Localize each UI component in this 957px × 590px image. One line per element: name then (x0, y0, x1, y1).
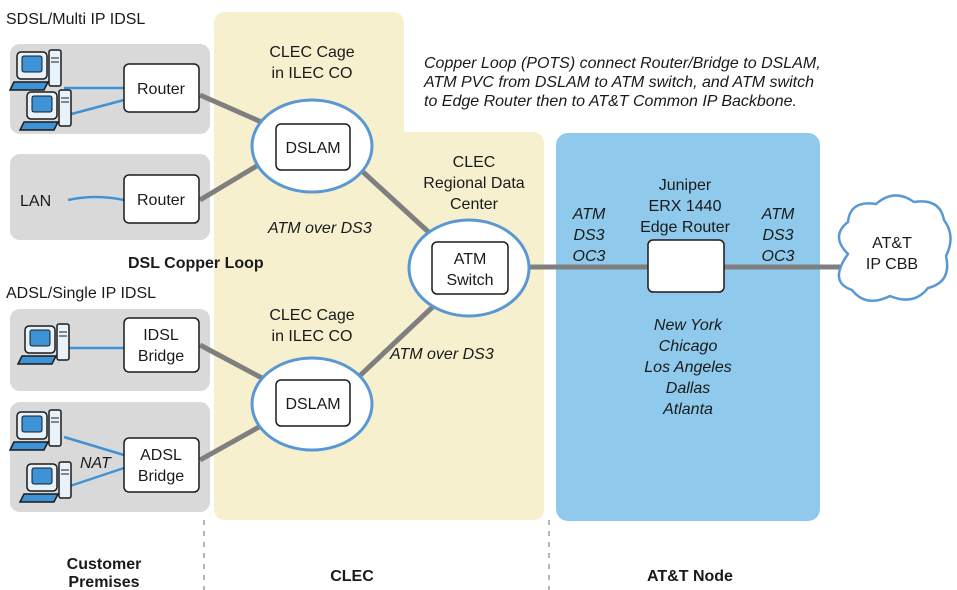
right-link-label-3: OC3 (762, 248, 795, 265)
edge-router (647, 239, 725, 293)
atm-switch (431, 241, 509, 295)
dslam-top-label: DSLAM (285, 140, 340, 157)
idsl-bridge (123, 317, 200, 373)
nat-label: NAT (80, 455, 112, 472)
adsl-header: ADSL/Single IP IDSL (6, 285, 156, 302)
footer-customer-2: Premises (68, 574, 139, 590)
cloud-label-1: AT&T (872, 235, 912, 252)
router-2 (123, 174, 200, 224)
atm-over-ds3-top: ATM over DS3 (267, 220, 372, 237)
regional-label-2: Regional Data (423, 175, 525, 192)
lan-label: LAN (20, 193, 51, 210)
right-link-label-1: ATM (761, 206, 795, 223)
city-3: Los Angeles (644, 359, 731, 376)
cage-bottom-label-1: CLEC Cage (269, 307, 354, 324)
left-link-label-1: ATM (572, 206, 606, 223)
note-line-2: ATM PVC from DSLAM to ATM switch, and AT… (423, 74, 814, 91)
adsl-bridge-label-2: Bridge (138, 468, 184, 485)
cage-top-label-2: in ILEC CO (272, 65, 353, 82)
sdsl-header: SDSL/Multi IP IDSL (6, 11, 145, 28)
atm-switch-label-1: ATM (454, 251, 487, 268)
computer-icon (19, 461, 72, 503)
cloud-icon (837, 194, 952, 303)
note-line-1: Copper Loop (POTS) connect Router/Bridge… (424, 55, 821, 72)
footer-customer-1: Customer (67, 556, 142, 573)
note-line-3: to Edge Router then to AT&T Common IP Ba… (424, 93, 797, 110)
edge-router-label-1: Juniper (659, 177, 712, 194)
computer-icon (9, 409, 62, 451)
city-1: New York (654, 317, 723, 334)
regional-label-1: CLEC (453, 154, 496, 171)
left-link-label-3: OC3 (573, 248, 606, 265)
computer-icon (17, 323, 70, 365)
idsl-bridge-label-1: IDSL (143, 327, 179, 344)
dslam-top (275, 123, 351, 171)
edge-router-label-2: ERX 1440 (649, 198, 722, 215)
dslam-bottom-label: DSLAM (285, 396, 340, 413)
computer-icon (9, 49, 62, 91)
city-2: Chicago (659, 338, 718, 355)
computer-icon (19, 89, 72, 131)
edge-router-label-3: Edge Router (640, 219, 731, 236)
router-2-label: Router (137, 192, 186, 209)
cloud-label-2: IP CBB (866, 256, 918, 273)
city-5: Atlanta (662, 401, 713, 418)
router-1-label: Router (137, 81, 186, 98)
regional-label-3: Center (450, 196, 499, 213)
lan-links (63, 86, 125, 490)
atm-over-ds3-bottom: ATM over DS3 (389, 346, 494, 363)
cage-top-label-1: CLEC Cage (269, 44, 354, 61)
adsl-bridge (123, 437, 200, 493)
footer-att-node: AT&T Node (647, 568, 733, 585)
city-4: Dallas (666, 380, 710, 397)
att-node-zone (556, 133, 820, 521)
adsl-bridge-label-1: ADSL (140, 447, 182, 464)
atm-switch-label-2: Switch (446, 272, 493, 289)
footer-clec: CLEC (330, 568, 374, 585)
router-1 (123, 63, 200, 113)
cage-bottom-label-2: in ILEC CO (272, 328, 353, 345)
idsl-bridge-label-2: Bridge (138, 348, 184, 365)
left-link-label-2: DS3 (573, 227, 604, 244)
dslam-bottom (275, 379, 351, 427)
right-link-label-2: DS3 (762, 227, 793, 244)
dsl-copper-loop-label: DSL Copper Loop (128, 255, 264, 272)
